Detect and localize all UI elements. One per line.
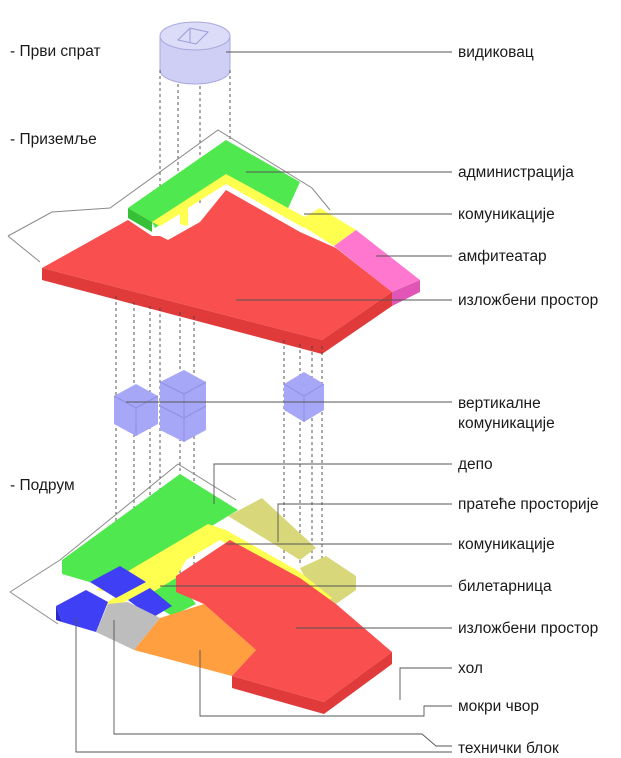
label-communications-ground: комуникације [458,206,555,223]
label-ticket-office: билетарница [458,578,552,595]
technical-block-zone [56,590,108,632]
vertical-core-center [160,370,206,442]
label-exhibition-basement: изложбени простор [458,620,598,637]
exhibition-ground-zone [42,190,392,340]
label-viewpoint: видиковац [458,44,534,61]
level-ground-floor-label: - Приземље [10,131,97,148]
viewpoint-stair-symbol [177,27,209,45]
label-depot: депо [458,456,493,473]
support-rooms-zone-2 [300,556,356,604]
projection-lines-top [159,70,231,212]
viewpoint-top [159,21,231,51]
label-administration: администрација [458,164,574,181]
zone-labels: видиковац администрација комуникације ам… [458,44,599,757]
label-exhibition-ground: изложбени простор [458,292,598,309]
level-first-floor-label: - Први спрат [10,43,101,60]
ground-floor-group [7,129,420,354]
administration-zone-side [128,208,152,232]
basement-outline [9,463,237,625]
communications-ground-block [296,208,356,246]
label-restrooms: мокри чвор [458,698,539,715]
label-vertical-comm-line1: вертикалне [458,395,541,412]
exhibition-basement-zone [176,540,392,702]
label-communications-basement: комуникације [458,536,555,553]
label-amphitheater: амфитеатар [458,248,547,265]
support-rooms-zone [228,498,316,560]
depot-zone [62,474,238,588]
basement-group [9,463,392,714]
exhibition-basement-zone-side [232,652,392,714]
communications-ground-zone [152,174,310,228]
label-vertical-comm-line2: комуникације [458,415,555,432]
level-labels: - Први спрат - Приземље - Подрум [10,43,101,494]
amphitheater-zone [334,230,420,292]
first-floor-group [159,21,231,85]
label-hall: хол [458,660,483,677]
ticket-office-zone [90,566,146,598]
communications-basement-zone [96,524,332,612]
level-basement-label: - Подрум [10,477,75,494]
ground-floor-outline [7,129,331,263]
leader-lines [75,51,452,753]
vertical-cores-group [113,370,325,442]
label-technical-block: технички блок [458,740,559,757]
amphitheater-zone-side [392,280,420,306]
label-support-rooms: пратеће просторије [458,496,599,513]
restrooms-zone [96,602,160,650]
ticket-office-zone-2 [128,588,172,618]
hall-zone [134,604,256,676]
